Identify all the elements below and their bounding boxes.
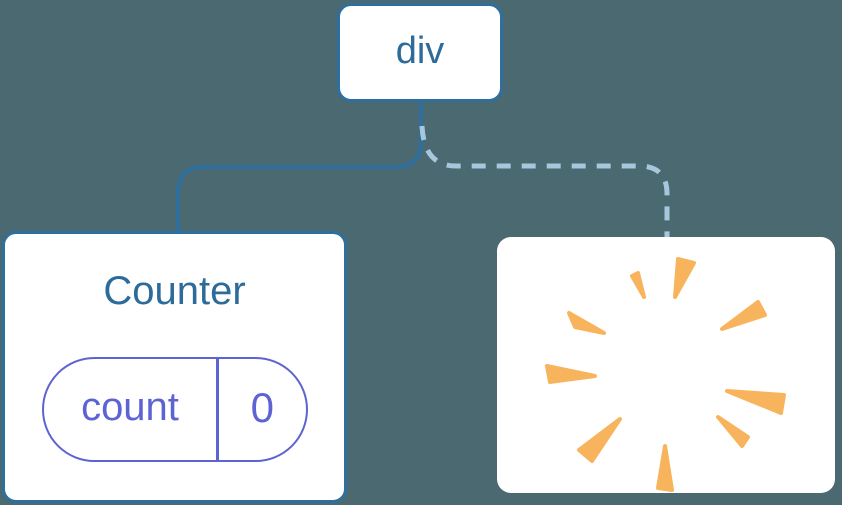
poof-ray-e — [725, 389, 786, 415]
tree-node-div: div — [337, 3, 503, 102]
poof-ray-wnw — [567, 311, 606, 335]
tree-node-removed — [497, 237, 835, 493]
poof-ray-sw — [577, 417, 622, 463]
state-pill: count 0 — [42, 357, 308, 462]
pill-divider — [216, 359, 219, 460]
poof-starburst-icon — [545, 257, 786, 492]
poof-ray-s — [656, 444, 674, 492]
connector-solid-line — [176, 100, 423, 235]
poof-ray-w — [545, 364, 597, 384]
tree-node-counter: Counter count 0 — [2, 231, 347, 503]
state-key-label: count — [81, 385, 179, 429]
poof-ray-se — [716, 415, 750, 448]
state-key-cell: count — [44, 359, 216, 460]
connector-dashed-line — [419, 125, 670, 239]
state-value-cell: 0 — [219, 359, 307, 460]
poof-ray-n — [673, 257, 696, 299]
poof-ray-ne — [720, 300, 767, 331]
div-node-label: div — [395, 29, 445, 72]
counter-node-title: Counter — [103, 269, 246, 313]
state-value-label: 0 — [250, 383, 274, 431]
poof-ray-nnw — [630, 271, 646, 299]
